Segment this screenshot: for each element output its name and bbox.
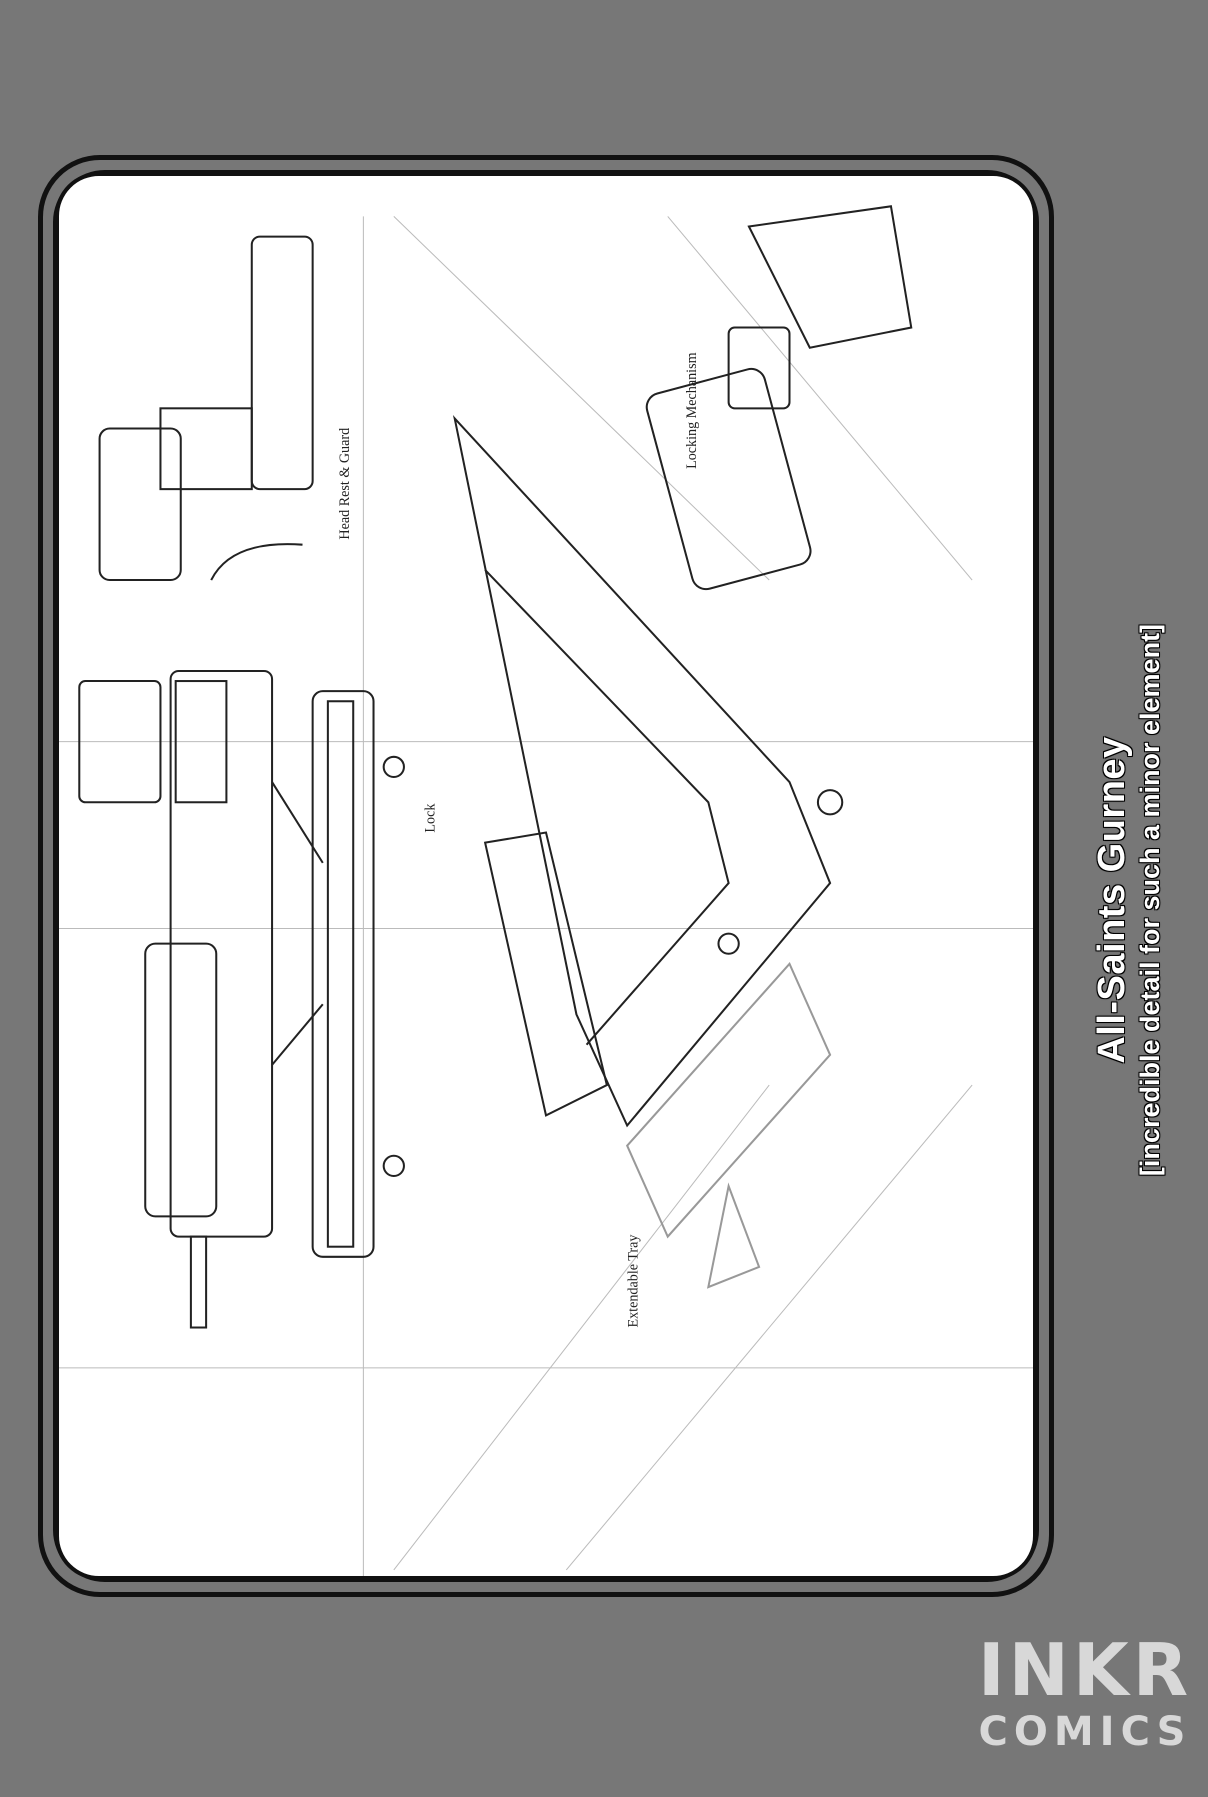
caption: All-Saints Gurney [incredible detail for… bbox=[1073, 520, 1183, 1280]
side-view-gurney bbox=[78, 669, 405, 1329]
gurney-sketch: Head Rest & Guard Locking Mechanism Lock… bbox=[59, 205, 1033, 1576]
panel-frame-inner bbox=[53, 170, 1039, 1582]
perspective-gurney bbox=[452, 205, 913, 1128]
perspective-guides bbox=[59, 216, 1033, 1576]
tray-ghost bbox=[625, 962, 832, 1289]
label-lock: Lock bbox=[422, 803, 438, 833]
label-locking-mechanism: Locking Mechanism bbox=[684, 352, 700, 469]
logo-brand: INKR bbox=[977, 1628, 1193, 1712]
panel-frame-outer: Head Rest & Guard Locking Mechanism Lock… bbox=[38, 155, 1054, 1597]
inkr-comics-logo: INKR COMICS bbox=[975, 1630, 1195, 1780]
caption-subtitle: [incredible detail for such a minor elem… bbox=[1135, 623, 1165, 1177]
logo-sub: COMICS bbox=[978, 1709, 1192, 1755]
sketch-panel: Head Rest & Guard Locking Mechanism Lock… bbox=[55, 172, 1037, 1580]
label-extendable-tray: Extendable Tray bbox=[625, 1234, 641, 1328]
caption-title: All-Saints Gurney bbox=[1091, 736, 1133, 1064]
label-head-rest: Head Rest & Guard bbox=[337, 428, 353, 540]
head-rest-detail bbox=[98, 235, 314, 582]
